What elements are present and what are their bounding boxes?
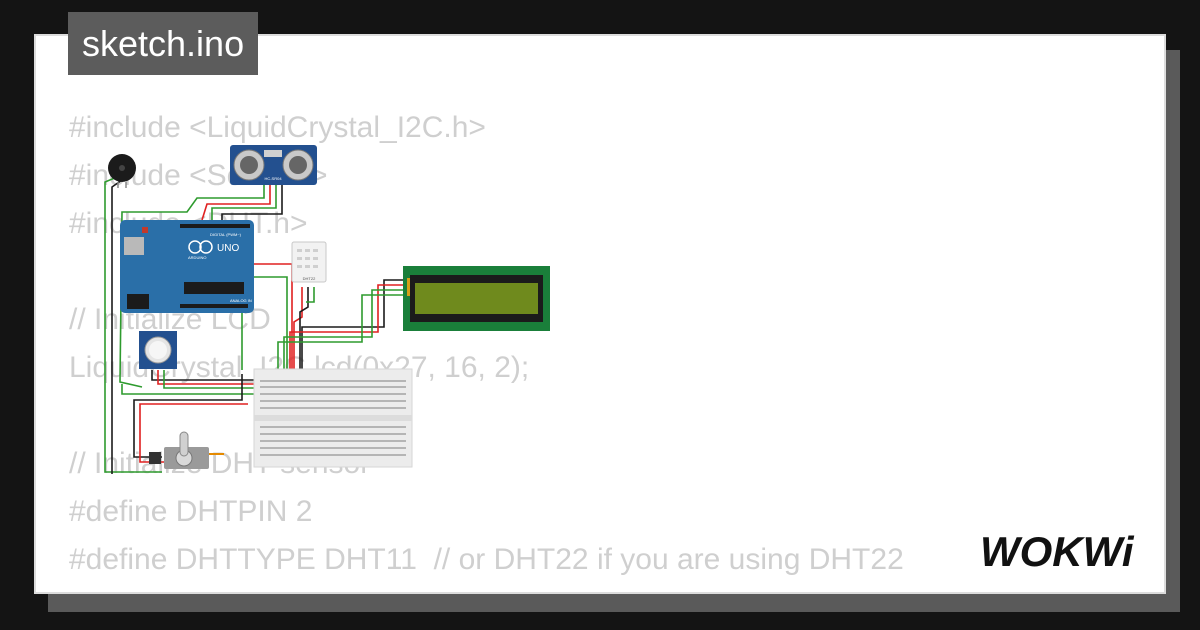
lcd-display <box>403 266 550 331</box>
wires <box>104 176 407 474</box>
dht-sensor: DHT22 <box>291 241 327 283</box>
arduino-brand: UNO <box>217 243 239 254</box>
arduino-sub: ARDUINO <box>188 255 206 260</box>
code-line: #include <LiquidCrystal_I2C.h> <box>69 111 486 144</box>
arduino-uno: UNO ARDUINO DIGITAL (PWM~) ANALOG IN <box>120 220 254 313</box>
arduino-digital-label: DIGITAL (PWM~) <box>210 232 242 237</box>
svg-text:WOKWi: WOKWi <box>980 528 1135 575</box>
circuit-diagram: HC-SR04 UNO ARDUINO DIGITAL (PWM~) ANALO… <box>104 145 550 474</box>
file-tab: sketch.ino <box>68 12 259 75</box>
breadboard <box>253 368 413 468</box>
sensor-label: DHT22 <box>303 276 316 281</box>
code-line: #define DHTPIN 2 <box>69 495 313 528</box>
ultrasonic-label: HC-SR04 <box>264 176 282 181</box>
arduino-analog-label: ANALOG IN <box>230 298 252 303</box>
code-line: DHT dht(DHTPIN, DHTTYPE); <box>69 584 904 592</box>
servo-motor <box>149 431 224 469</box>
ultrasonic-sensor: HC-SR04 <box>230 145 317 185</box>
potentiometer <box>139 331 177 369</box>
code-line: #define DHTTYPE DHT11 // or DHT22 if you… <box>69 543 904 576</box>
buzzer <box>108 154 136 188</box>
wokwi-logo: WOKWi <box>980 528 1135 575</box>
preview-card: #include <LiquidCrystal_I2C.h> #include … <box>34 34 1166 594</box>
